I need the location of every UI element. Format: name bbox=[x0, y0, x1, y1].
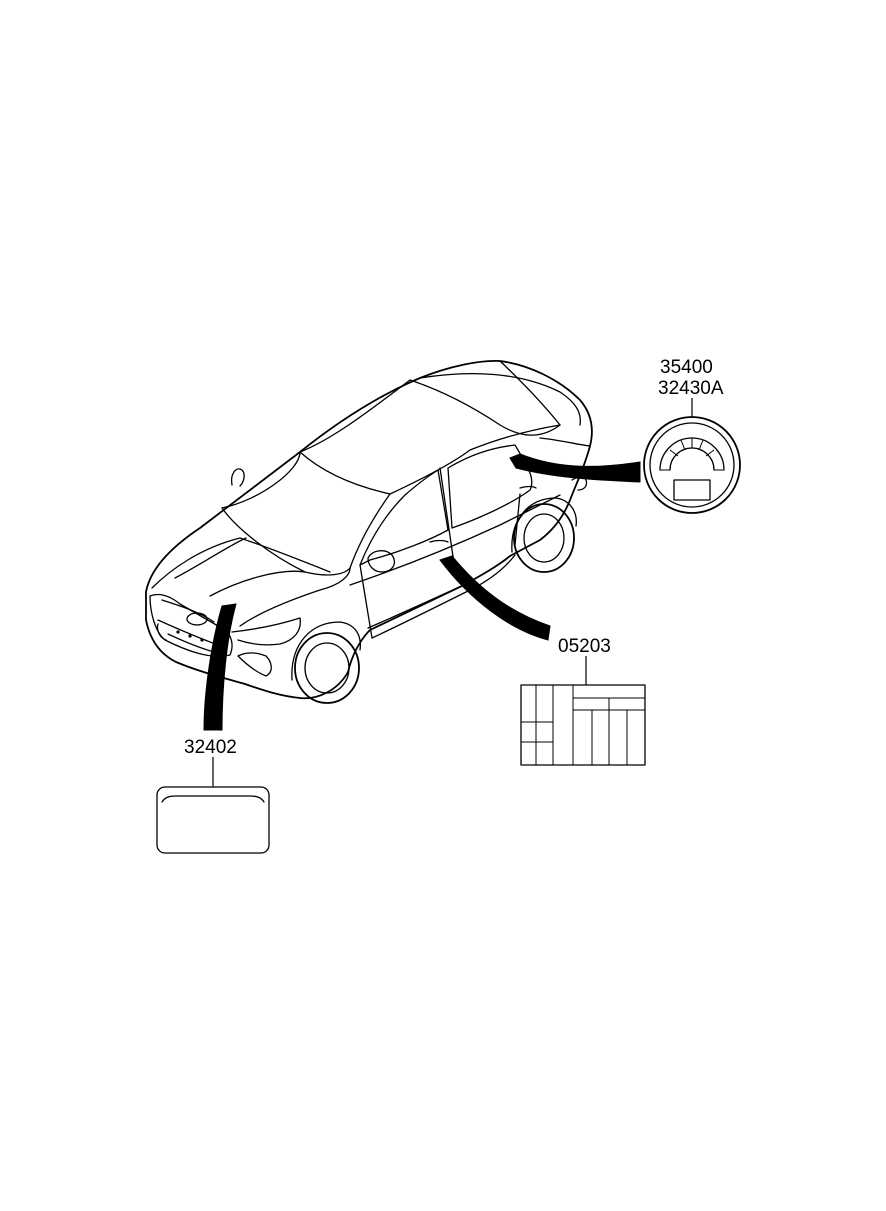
leader-32402 bbox=[203, 603, 237, 731]
part-number-05203: 05203 bbox=[558, 636, 611, 657]
table-label-icon bbox=[520, 684, 646, 766]
rounded-rectangle-label-icon bbox=[156, 786, 270, 854]
part-number-32402: 32402 bbox=[184, 737, 237, 758]
leader-05203 bbox=[439, 555, 551, 641]
vehicle-sedan-icon bbox=[145, 360, 593, 704]
leader-35400 bbox=[509, 453, 641, 483]
part-number-35400: 35400 bbox=[660, 357, 713, 378]
gauge-label-icon bbox=[643, 416, 741, 514]
part-number-32430a: 32430A bbox=[658, 378, 724, 399]
